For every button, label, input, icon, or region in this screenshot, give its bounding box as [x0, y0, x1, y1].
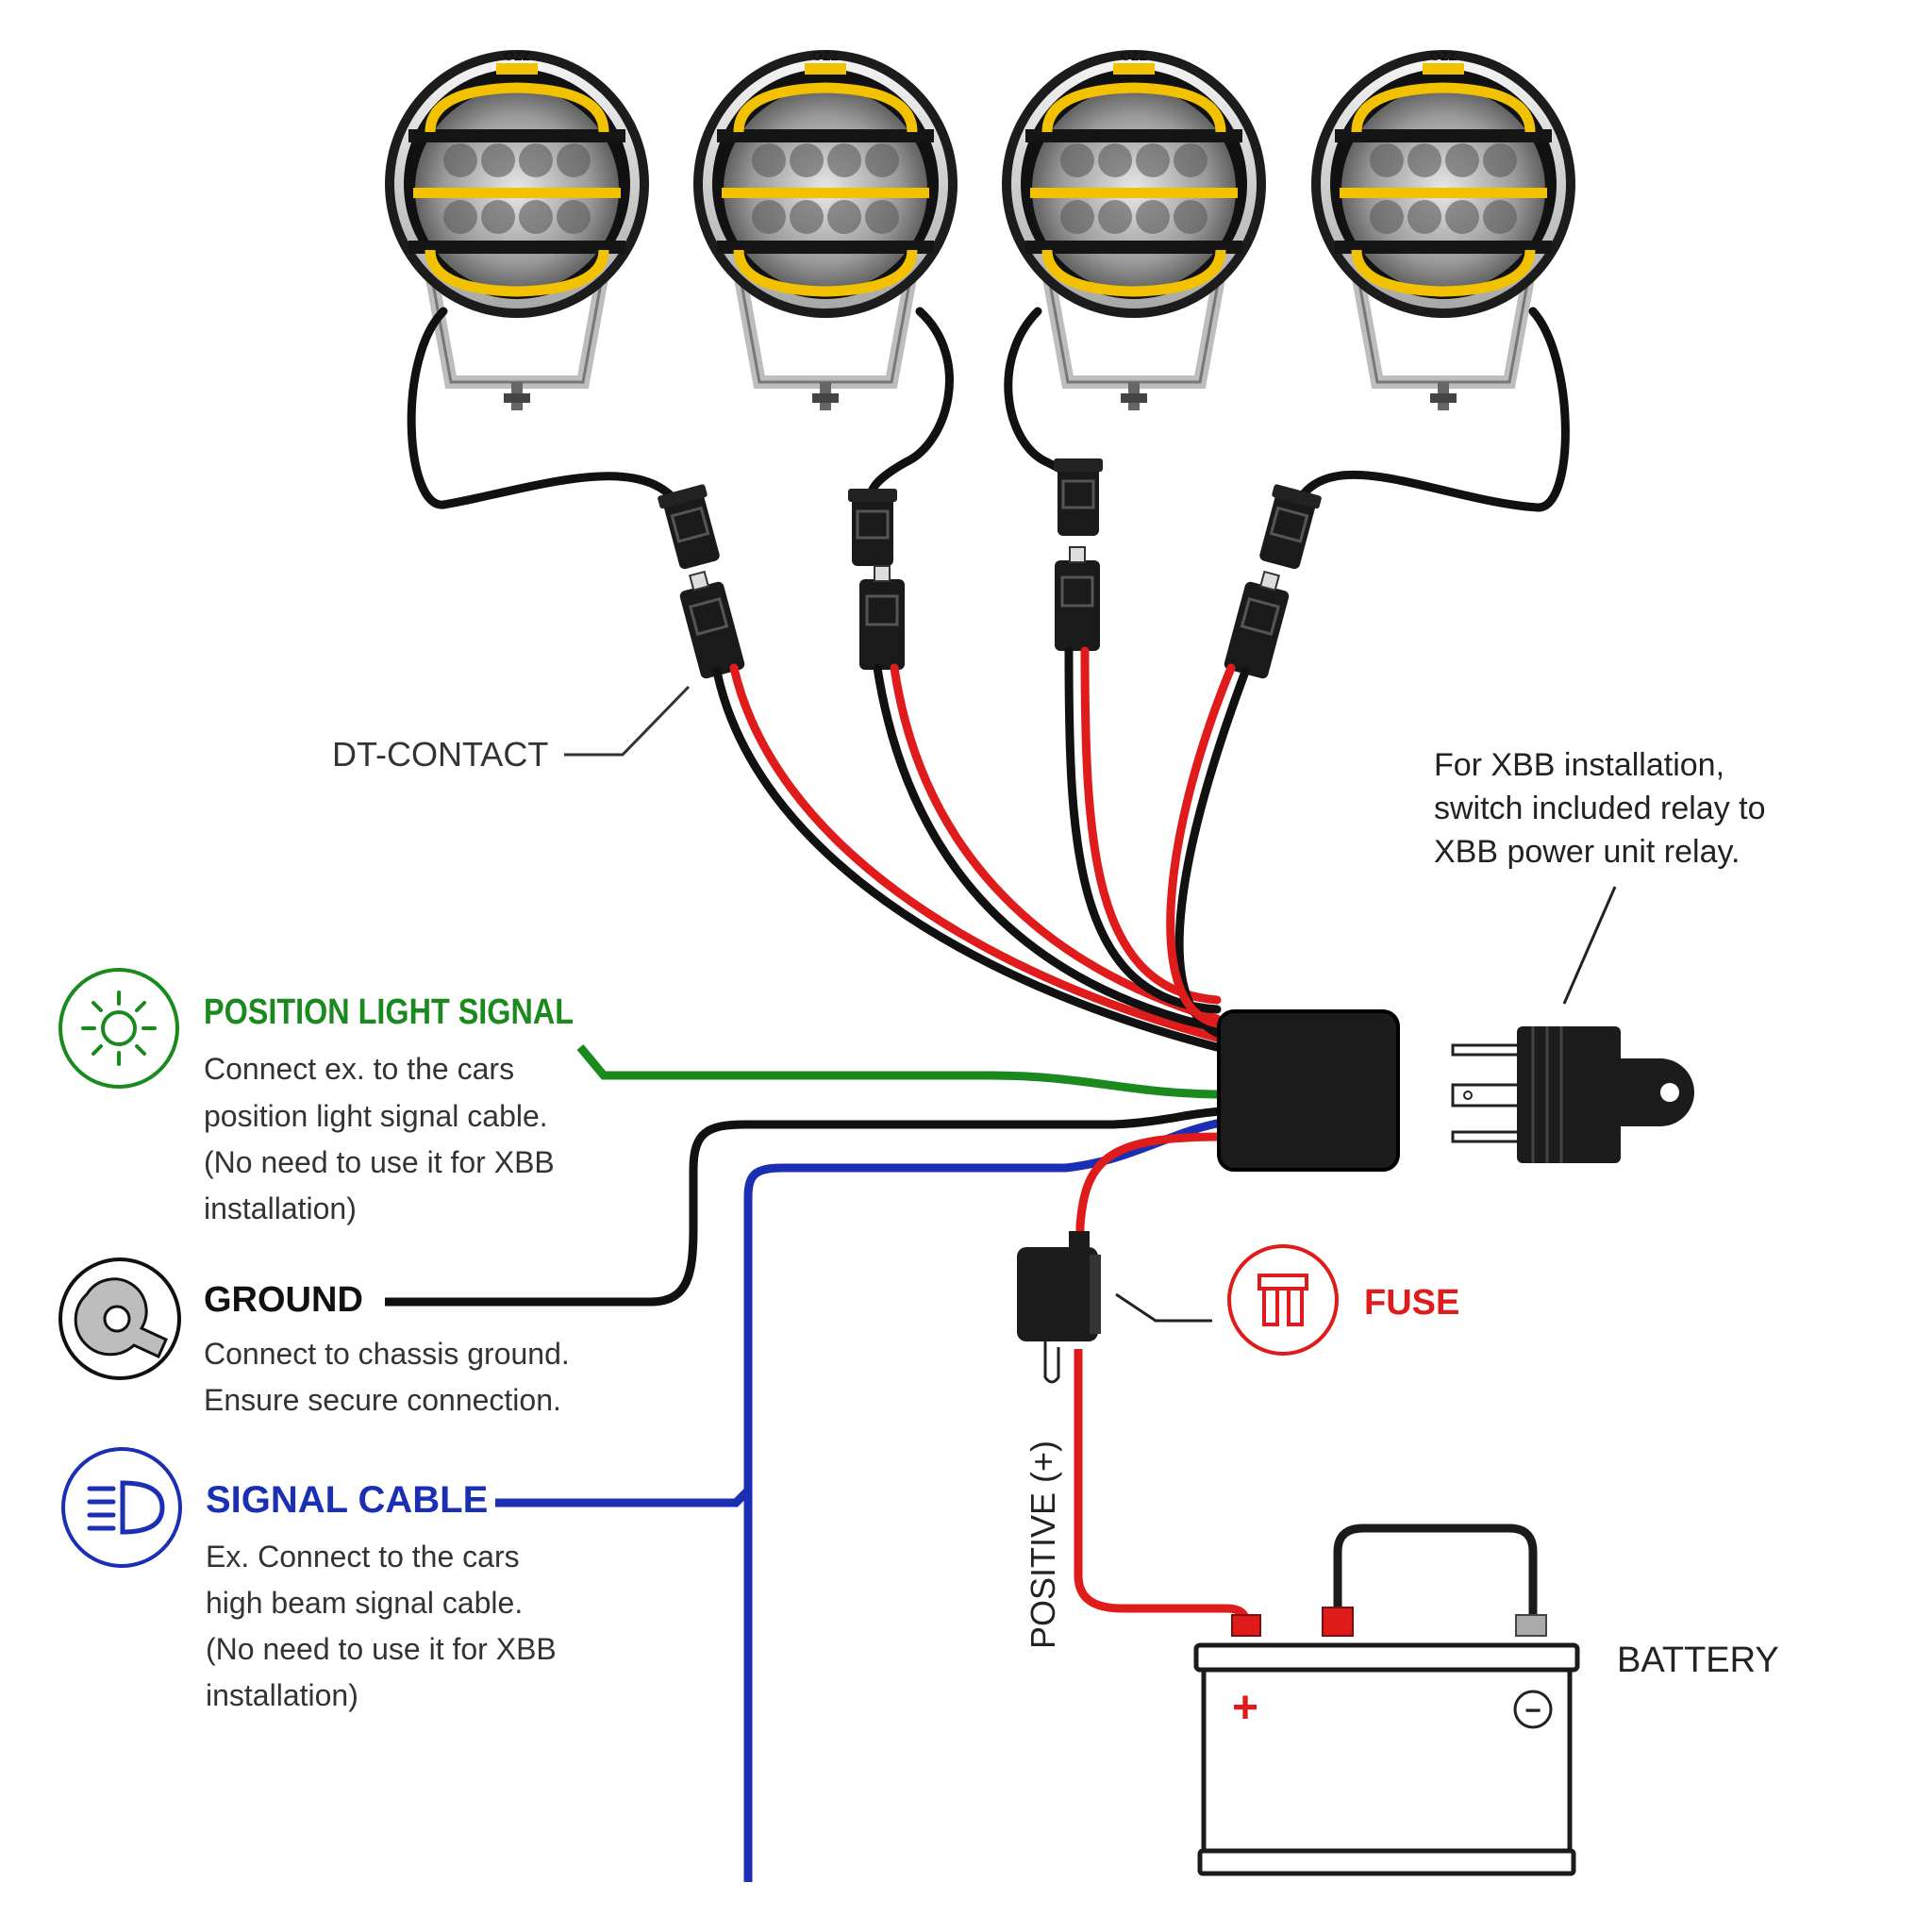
dt-socket-4	[1221, 566, 1295, 682]
dt-plug-4	[1253, 482, 1324, 573]
ground-wire	[385, 1107, 1223, 1307]
fuse-leader	[1115, 1292, 1212, 1323]
dt-socket-2	[858, 564, 907, 672]
signal-cable-wire	[495, 1118, 1223, 1507]
battery-label: BATTERY	[1617, 1641, 1779, 1680]
battery-plus-sign: +	[1232, 1683, 1258, 1733]
auxiliary-lamp-3	[1002, 50, 1266, 410]
position-light-desc-4: installation)	[204, 1191, 357, 1225]
dt-plug-3	[1052, 457, 1105, 538]
lamp-4-brand: OZZ	[1430, 48, 1457, 63]
position-light-desc-2: position light signal cable.	[204, 1099, 548, 1133]
lamp-3-brand: OZZ	[1121, 48, 1147, 63]
lamp-2-brand: OZZ	[812, 48, 839, 63]
auxiliary-lamp-1	[385, 50, 649, 410]
dt-contact-leader	[564, 685, 691, 757]
signal-cable-desc-4: installation)	[206, 1678, 358, 1712]
dt-socket-3	[1053, 545, 1102, 653]
position-light-desc-1: Connect ex. to the cars	[204, 1052, 514, 1086]
fuse-icon	[1227, 1244, 1339, 1356]
relay-note-leader	[1562, 886, 1617, 1005]
battery-minus-sign: −	[1524, 1695, 1541, 1726]
position-light-desc-3: (No need to use it for XBB	[204, 1145, 555, 1179]
relay-note-line-3: XBB power unit relay.	[1434, 834, 1740, 870]
lamp-pigtail-cables	[407, 307, 1570, 519]
relay-note-line-1: For XBB installation,	[1434, 747, 1724, 783]
ring-terminal-icon	[58, 1257, 181, 1380]
auxiliary-lamp-2	[693, 50, 958, 410]
auxiliary-lamp-4	[1311, 50, 1575, 410]
fuse-label: FUSE	[1364, 1283, 1459, 1323]
sun-icon	[58, 968, 179, 1089]
position-light-title: POSITION LIGHT SIGNAL	[204, 992, 574, 1032]
lamp-1-brand: OZZ	[504, 48, 530, 63]
ground-desc-1: Connect to chassis ground.	[204, 1337, 570, 1371]
dt-socket-1	[674, 566, 748, 682]
ground-desc-2: Ensure secure connection.	[204, 1383, 561, 1417]
positive-wire-upper	[1075, 1132, 1223, 1245]
signal-cable-title: SIGNAL CABLE	[206, 1479, 488, 1521]
signal-cable-desc-3: (No need to use it for XBB	[206, 1632, 557, 1666]
high-beam-icon	[61, 1447, 182, 1568]
battery	[1193, 1524, 1580, 1876]
signal-cable-desc-2: high beam signal cable.	[206, 1586, 523, 1620]
dt-plug-1	[655, 482, 726, 573]
fuse-holder	[1017, 1231, 1101, 1384]
ground-title: GROUND	[204, 1280, 363, 1320]
harness-wires	[712, 646, 1250, 1052]
dt-contact-label: DT-CONTACT	[332, 735, 548, 774]
dt-plug-2	[846, 487, 899, 568]
position-light-wire	[576, 1044, 1223, 1099]
signal-cable-desc-1: Ex. Connect to the cars	[206, 1540, 520, 1574]
positive-label: POSITIVE (+)	[1024, 1441, 1062, 1649]
relay-control-box	[1217, 1009, 1400, 1172]
relay-note-line-2: switch included relay to	[1434, 791, 1766, 826]
relay	[1451, 1026, 1694, 1163]
positive-wire-lower	[1074, 1349, 1252, 1633]
